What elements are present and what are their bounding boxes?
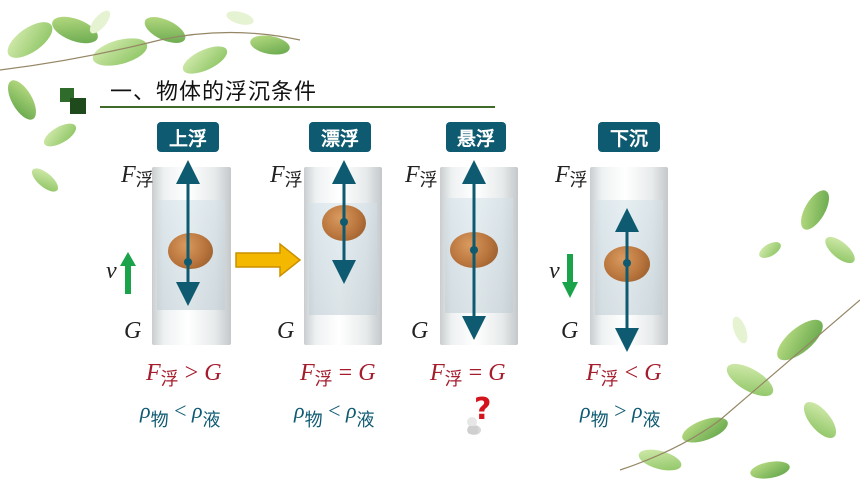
green-squares-icon xyxy=(60,88,86,114)
density-condition: ρ物 < ρ液 xyxy=(294,398,375,431)
center-point xyxy=(623,259,631,267)
velocity-label: v xyxy=(106,258,117,284)
question-mark-icon: ? xyxy=(460,392,502,438)
velocity-down-arrow xyxy=(562,254,578,298)
buoyancy-label: F浮 xyxy=(121,162,154,191)
buoyancy-label: F浮 xyxy=(555,162,588,191)
gravity-label: G xyxy=(124,318,142,344)
force-condition: F浮 < G xyxy=(586,360,662,390)
buoyancy-label: F浮 xyxy=(405,162,438,191)
density-condition: ρ物 < ρ液 xyxy=(140,398,221,431)
velocity-label: v xyxy=(549,258,560,284)
density-condition: ρ物 > ρ液 xyxy=(580,398,661,431)
gravity-label: G xyxy=(411,318,429,344)
tab-float: 漂浮 xyxy=(309,122,371,152)
tab-sink: 下沉 xyxy=(598,122,660,152)
gravity-label: G xyxy=(561,318,579,344)
velocity-up-arrow xyxy=(120,252,136,294)
force-condition: F浮 = G xyxy=(430,360,506,390)
force-condition: F浮 > G xyxy=(146,360,222,390)
tab-rise: 上浮 xyxy=(157,122,219,152)
center-point xyxy=(340,218,348,226)
gravity-label: G xyxy=(277,318,295,344)
center-point xyxy=(184,258,192,266)
tab-suspend: 悬浮 xyxy=(446,122,506,152)
title-underline xyxy=(100,106,495,108)
right-arrow-icon xyxy=(235,242,302,278)
force-condition: F浮 = G xyxy=(300,360,376,390)
slide-title: 一、物体的浮沉条件 xyxy=(110,80,318,105)
center-point xyxy=(470,246,478,254)
buoyancy-label: F浮 xyxy=(270,162,303,191)
